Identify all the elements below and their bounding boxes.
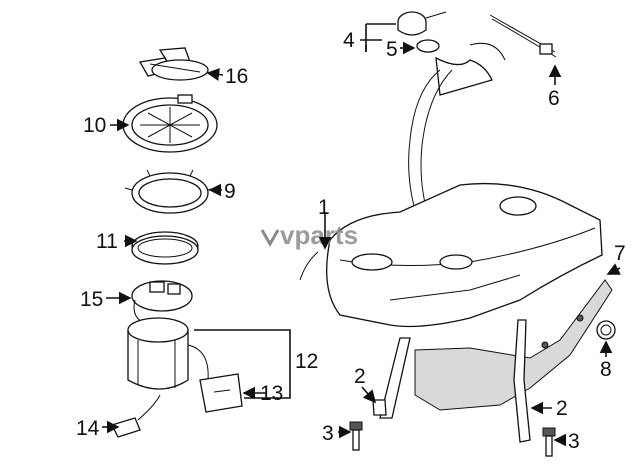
vparts-watermark: vparts	[260, 220, 358, 250]
callout-6: 6	[548, 87, 560, 110]
part-13-pump-bracket	[199, 373, 243, 413]
callout-5: 5	[386, 38, 398, 61]
callout-2-left: 2	[354, 365, 366, 388]
callout-numbers: 16 10 9 11 15 12 13 14 4 5 6 1 7 8 2 2 3…	[76, 29, 626, 453]
part-10-locking-ring	[122, 94, 218, 153]
callout-2-right: 2	[556, 397, 568, 420]
part-6-vent-line	[489, 14, 557, 58]
part-2-strap-left	[372, 337, 411, 419]
part-3-bolt-left	[349, 421, 363, 451]
part-5-seal-ring	[416, 39, 440, 53]
callout-11: 11	[96, 230, 118, 253]
callout-8: 8	[600, 358, 612, 381]
part-4-filler-cap	[397, 11, 447, 36]
callout-1: 1	[318, 196, 330, 219]
callout-12: 12	[295, 350, 318, 373]
callout-14: 14	[76, 417, 100, 440]
callout-16: 16	[225, 65, 248, 88]
part-16-sender-unit	[138, 47, 209, 81]
fuel-tank	[299, 182, 603, 328]
part-14-connector	[111, 394, 161, 438]
part-11-gasket	[131, 231, 199, 265]
part-9-retainer-ring	[124, 169, 216, 214]
watermark-text: vparts	[280, 220, 358, 250]
callout-13: 13	[260, 382, 283, 405]
callout-3-left: 3	[322, 422, 334, 445]
callout-4: 4	[343, 29, 355, 52]
callout-3-right: 3	[568, 430, 580, 453]
part-15-pump-flange	[131, 280, 193, 326]
part-3-bolt-right	[542, 427, 556, 457]
callout-10: 10	[83, 114, 106, 137]
leader-lines	[102, 23, 621, 447]
part-8-plug	[596, 320, 616, 340]
part-12-fuel-pump-module	[127, 317, 209, 390]
part-2-strap-right	[513, 319, 531, 443]
callout-7: 7	[614, 242, 626, 265]
filler-neck-pipe	[408, 42, 506, 223]
callout-15: 15	[80, 288, 103, 311]
callout-9: 9	[224, 180, 236, 203]
